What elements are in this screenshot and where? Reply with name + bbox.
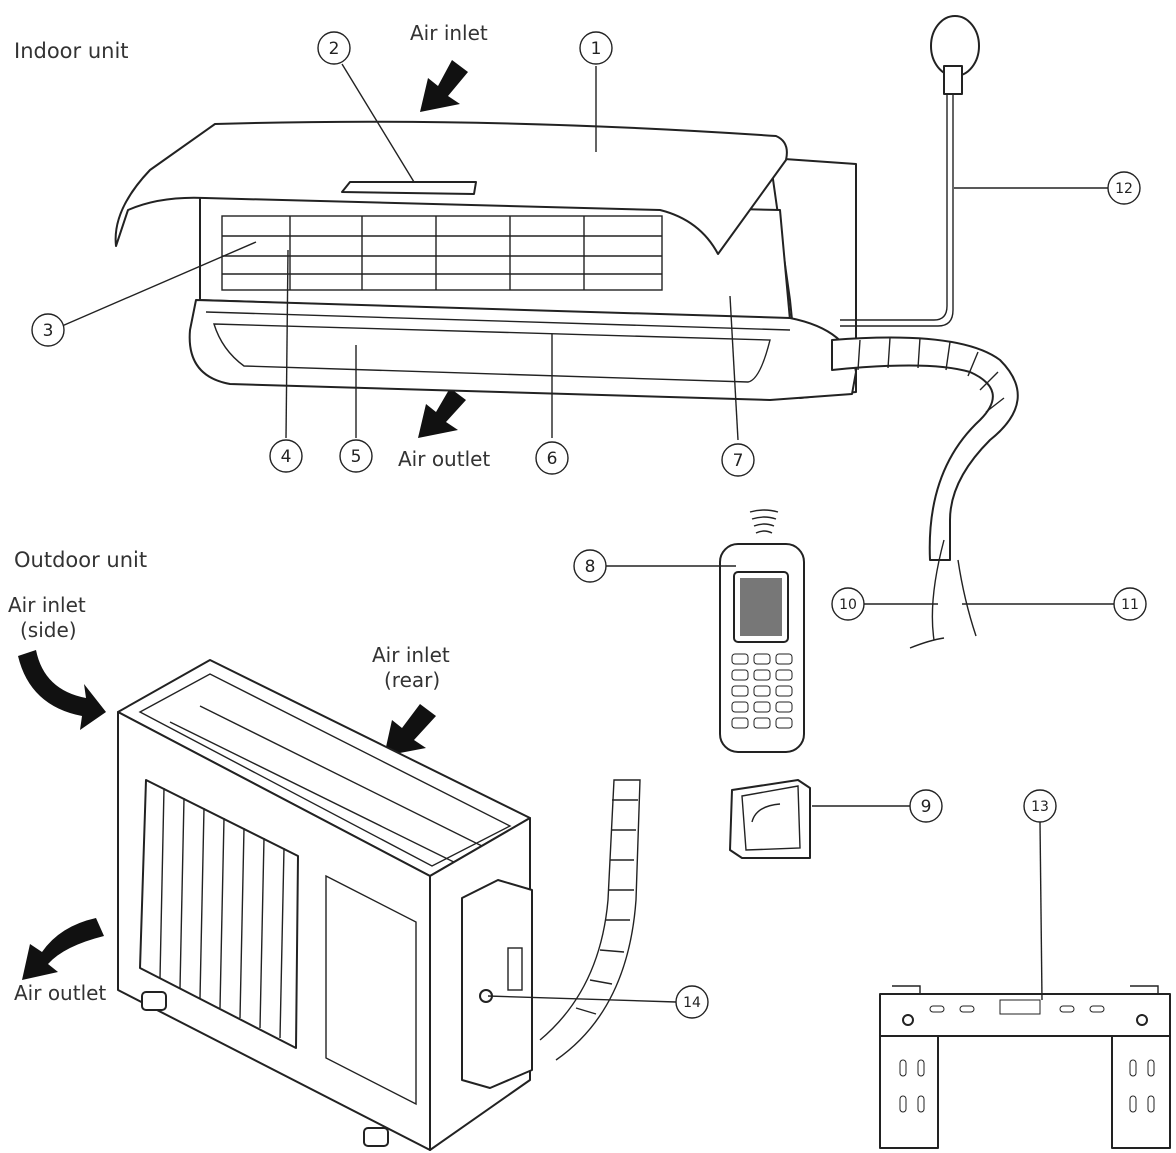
svg-text:10: 10 — [839, 597, 857, 613]
callout-2: 2 — [317, 31, 351, 65]
svg-text:1: 1 — [591, 39, 602, 59]
outdoor-air-outlet-label: Air outlet — [14, 981, 106, 1005]
callout-3: 3 — [31, 313, 65, 347]
callout-7: 7 — [721, 443, 755, 477]
svg-text:12: 12 — [1115, 181, 1133, 197]
outdoor-air-inlet-rear-label: Air inlet — [372, 643, 450, 667]
callout-11: 11 — [1113, 587, 1147, 621]
remote-control-drawing — [719, 509, 805, 753]
callout-5: 5 — [339, 439, 373, 473]
pipe-bundle-drawing — [831, 336, 1019, 649]
callout-10: 10 — [831, 587, 865, 621]
callout-1: 1 — [579, 31, 613, 65]
callout-6: 6 — [535, 441, 569, 475]
indoor-unit-drawing — [114, 120, 857, 401]
callout-14: 14 — [675, 985, 709, 1019]
indoor-inlet-arrow-icon — [420, 60, 468, 112]
svg-text:14: 14 — [683, 995, 701, 1011]
svg-text:2: 2 — [329, 39, 340, 59]
callout-4: 4 — [269, 439, 303, 473]
outdoor-air-inlet-side-sub: (side) — [20, 618, 77, 642]
svg-text:3: 3 — [43, 321, 54, 341]
indoor-air-outlet-label: Air outlet — [398, 447, 490, 471]
svg-text:4: 4 — [281, 447, 292, 467]
outdoor-unit-drawing — [117, 659, 641, 1151]
remote-holder-drawing — [729, 779, 811, 859]
svg-text:8: 8 — [585, 557, 596, 577]
outdoor-outlet-arrow-icon — [22, 918, 104, 980]
indoor-outlet-arrow-icon — [418, 388, 466, 438]
svg-text:6: 6 — [547, 449, 558, 469]
svg-text:5: 5 — [351, 447, 362, 467]
svg-text:11: 11 — [1121, 597, 1139, 613]
svg-text:13: 13 — [1031, 799, 1049, 815]
power-plug-drawing — [840, 15, 980, 327]
callout-leaders — [61, 63, 1114, 1003]
callout-8: 8 — [573, 549, 607, 583]
svg-text:9: 9 — [921, 797, 932, 817]
callout-9: 9 — [909, 789, 943, 823]
outdoor-unit-heading: Outdoor unit — [14, 548, 147, 572]
indoor-unit-heading: Indoor unit — [14, 39, 129, 63]
outdoor-air-inlet-side-label: Air inlet — [8, 593, 86, 617]
callout-12: 12 — [1107, 171, 1141, 205]
outdoor-air-inlet-rear-sub: (rear) — [384, 668, 440, 692]
svg-text:7: 7 — [733, 451, 744, 471]
callout-13: 13 — [1023, 789, 1057, 823]
outdoor-side-inlet-arrow-icon — [18, 650, 106, 730]
outdoor-rear-inlet-arrow-icon — [384, 704, 436, 756]
mounting-plate-drawing — [879, 985, 1171, 1149]
indoor-air-inlet-label: Air inlet — [410, 21, 488, 45]
